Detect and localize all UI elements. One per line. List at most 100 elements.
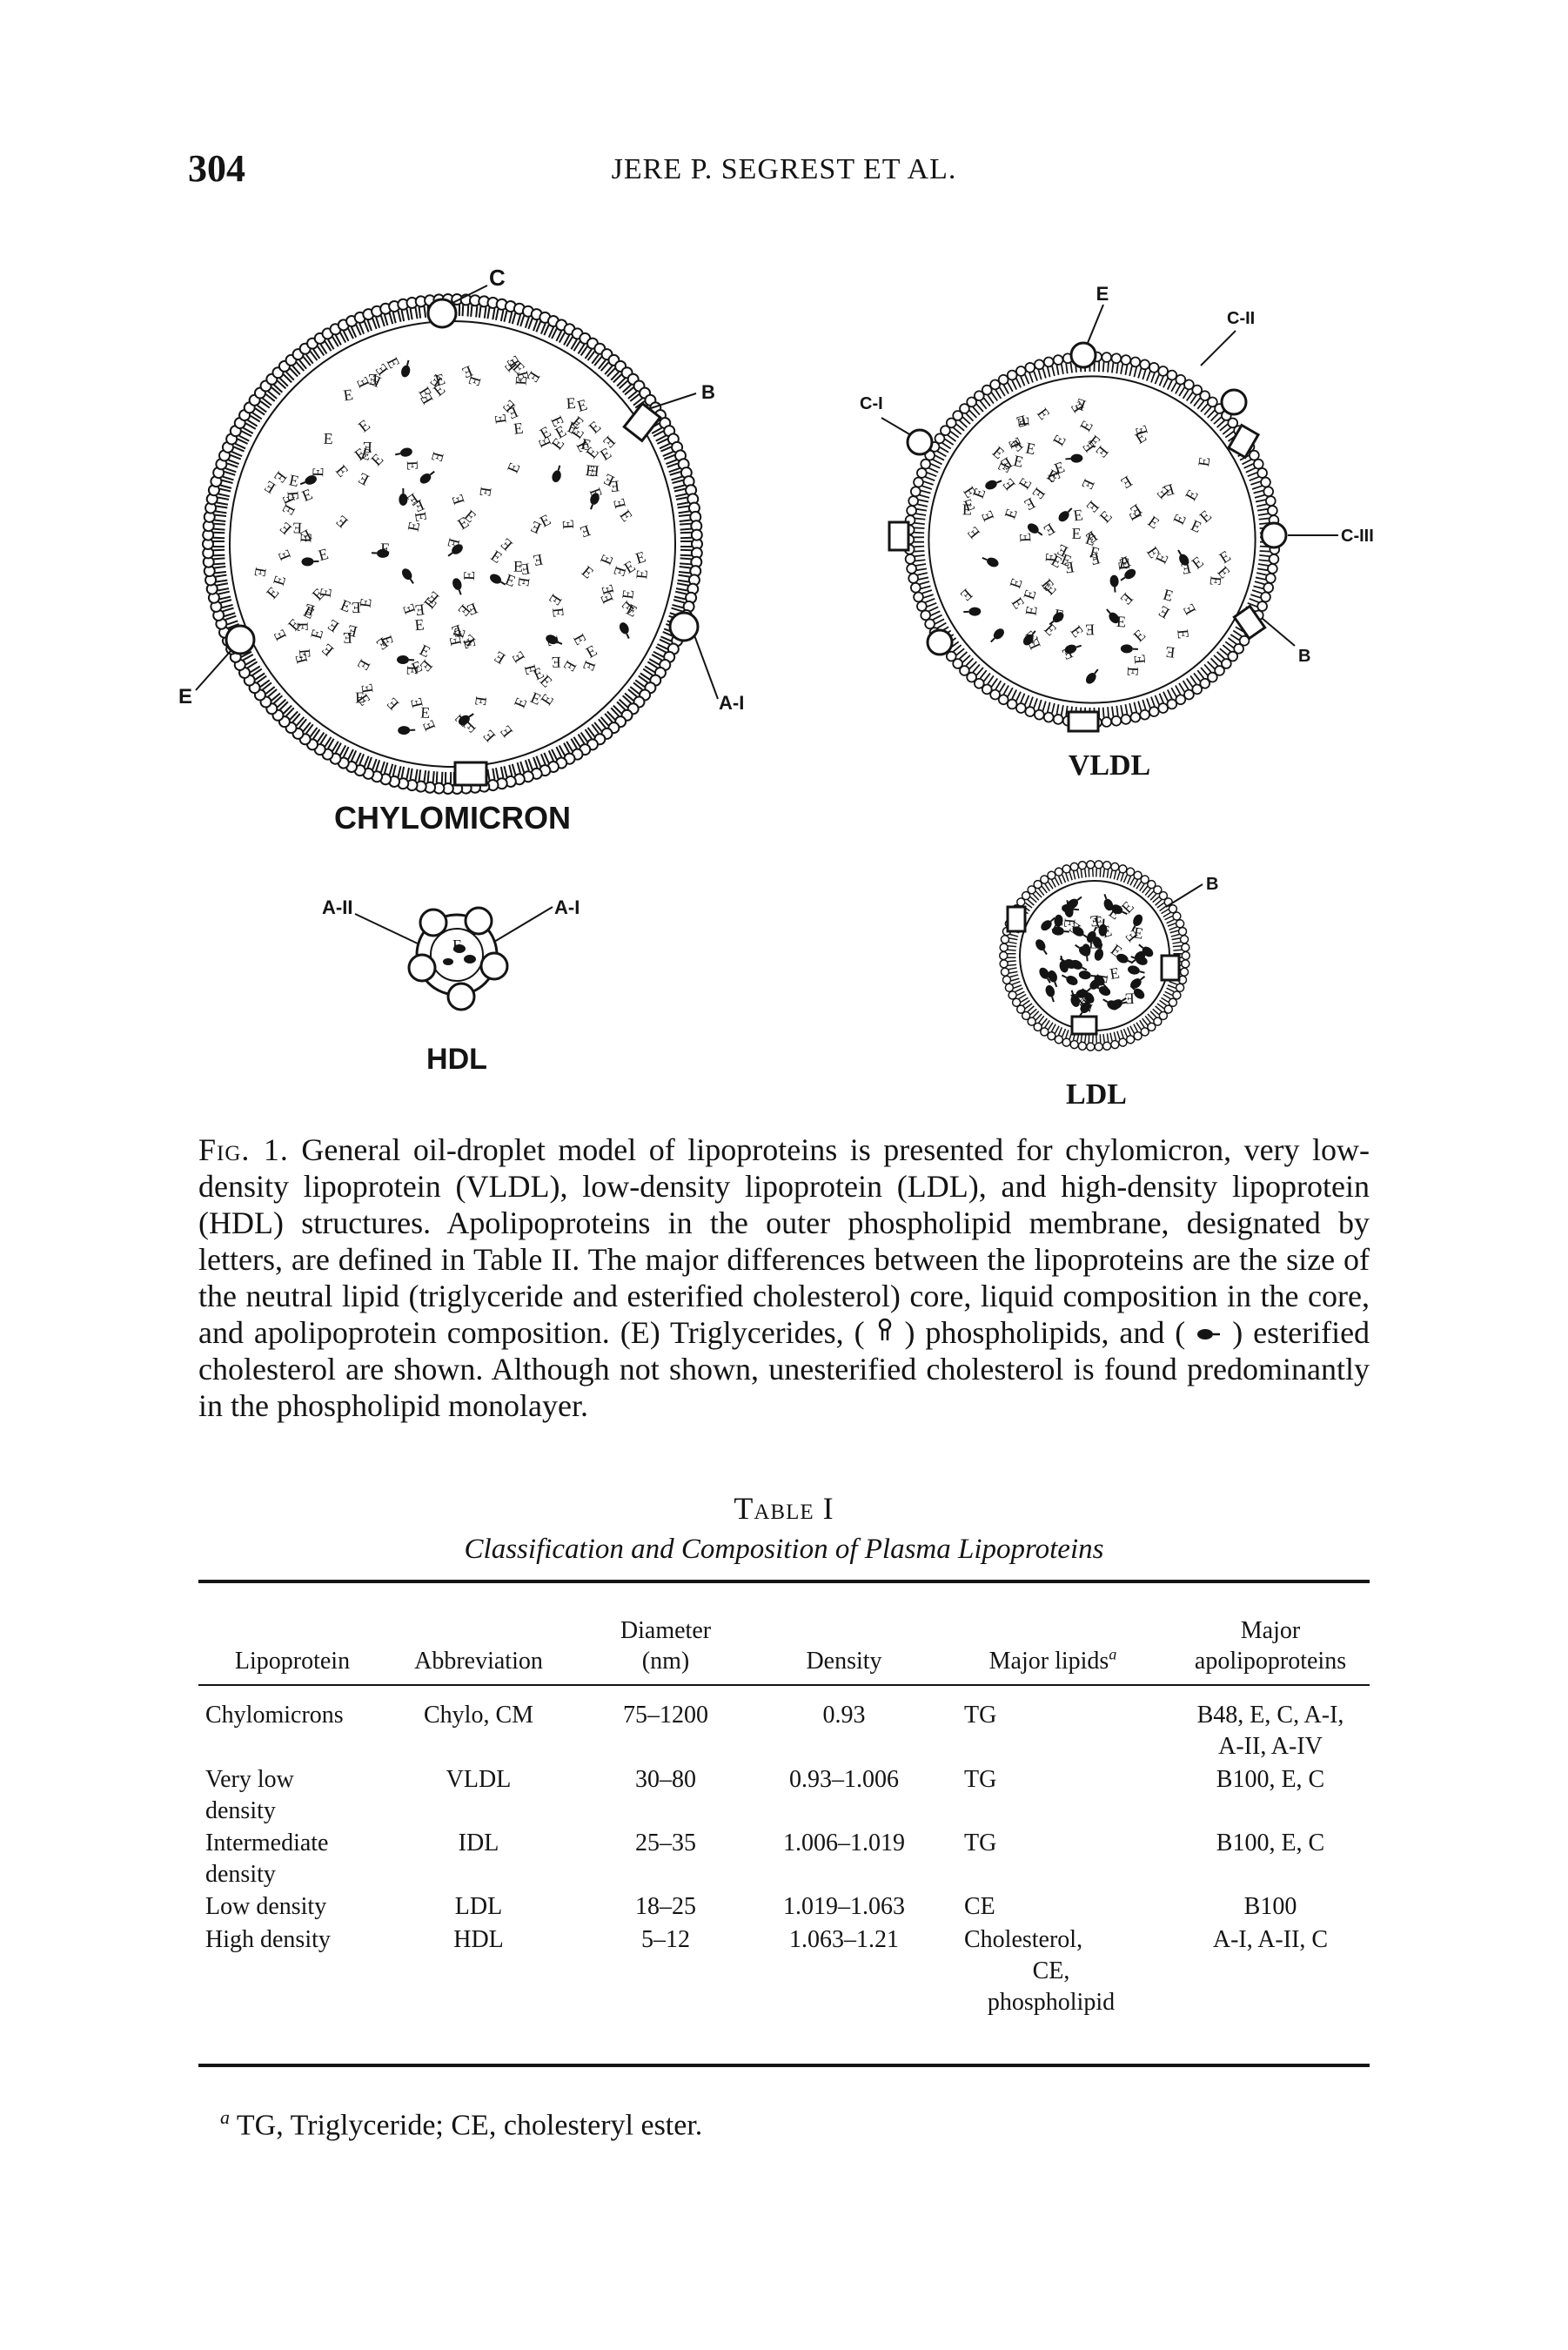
cell-line: CE, [1032,1957,1070,1984]
cell-apo: B100, E, C [1166,1764,1375,1796]
col-header-apo: Major [1240,1617,1301,1644]
chylomicron-label-e: E [178,685,192,708]
col-header-diameter-unit: (nm) [641,1648,690,1675]
vldl-apoproteins [888,341,1288,733]
hdl-particle: E [407,906,509,1011]
cell-lipids: Cholesterol, CE, phospholipid [964,1924,1138,2018]
chylomicron-label-c: C [489,265,506,291]
lipoprotein-figure: E C B E A-I CHYLOMICRON [178,265,1374,1111]
cell-line: B100, E, C [1216,1830,1325,1856]
col-header-major-lipids: Major lipidsa [988,1645,1117,1675]
figure-label: Fig. 1. [198,1132,289,1167]
ldl-apoproteins [1006,905,1181,1036]
running-head: JERE P. SEGREST ET AL. [611,153,957,185]
cell-apo: B48, E, C, A-I, A-II, A-IV [1166,1700,1375,1762]
cell-line: A-II, A-IV [1218,1733,1323,1760]
cell-line: phospholipid [987,1989,1116,2016]
chylomicron-label-b: B [701,381,715,403]
cell-density: 1.006–1.019 [783,1830,905,1856]
cell-lipids: TG [964,1700,1156,1731]
cell-diameter: 30–80 [635,1766,696,1793]
cell-line: TG [964,1830,997,1856]
cell-line: B100, E, C [1216,1766,1325,1793]
hdl-title: HDL [426,1043,487,1076]
cell-line: Cholesterol, [964,1926,1083,1953]
cell-line: Chylomicrons [205,1702,344,1729]
figure-caption: Fig. 1. General oil-droplet model of lip… [198,1131,1370,1424]
col-header-apo-2: apolipoproteins [1194,1648,1347,1675]
cell-line: Very low [205,1766,294,1793]
col-header-lipoprotein: Lipoprotein [234,1648,351,1675]
vldl-label-c3: C-III [1341,527,1374,546]
cell-line: Low density [205,1893,327,1920]
cell-line: TG [964,1766,997,1793]
hdl-label-a1: A-I [554,896,580,918]
cell-abbreviation: IDL [458,1830,499,1856]
cell-line: density [205,1861,276,1888]
vldl-label-e: E [1096,283,1109,305]
ldl-title: LDL [1066,1078,1127,1111]
vldl-core [957,394,1234,687]
cell-line: B48, E, C, A-I, [1196,1702,1344,1729]
cell-diameter: 18–25 [635,1893,696,1920]
cell-line: High density [205,1926,331,1953]
cell-lipoprotein: Low density [205,1891,397,1923]
cell-abbreviation: Chylo, CM [423,1702,534,1729]
cell-apo: B100 [1166,1891,1375,1923]
chylomicron-title: CHYLOMICRON [334,800,571,836]
cell-density: 0.93 [822,1702,866,1729]
cell-lipoprotein: Chylomicrons [205,1700,397,1731]
cell-lipoprotein: Intermediate density [205,1828,397,1890]
chylomicron-leader-lines [195,285,719,700]
cell-diameter: 5–12 [641,1926,690,1953]
table-footnote: a TG, Triglyceride; CE, cholesteryl este… [220,2106,703,2142]
cell-lipids: CE [964,1891,1156,1923]
vldl-diagram: E C-II C-I C-III B VLDL [860,283,1374,782]
page-number: 304 [188,147,245,190]
svg-text:E: E [452,937,462,954]
cell-line: TG [964,1702,997,1729]
cell-lipids: TG [964,1828,1156,1859]
cell-lipoprotein: High density [205,1924,397,1956]
hdl-label-a2: A-II [322,896,352,918]
chylomicron-apoproteins [224,298,700,787]
table-subtitle: Classification and Composition of Plasma… [464,1534,1104,1565]
chylomicron-core [251,352,651,746]
table-header-rule [198,1684,1370,1686]
col-header-abbreviation: Abbreviation [414,1648,543,1675]
cell-apo: A-I, A-II, C [1166,1924,1375,1956]
vldl-leader-lines [881,304,1338,647]
cell-line: density [205,1797,276,1824]
cell-apo: B100, E, C [1166,1828,1375,1859]
vldl-label-b: B [1298,647,1310,666]
col-header-diameter: Diameter [620,1617,712,1644]
cell-diameter: 25–35 [635,1830,696,1856]
cell-line: CE [964,1893,995,1920]
cell-diameter: 75–1200 [623,1702,708,1729]
caption-text-3: ) esterified cholesterol are shown. Alth… [198,1315,1370,1423]
vldl-label-c2: C-II [1227,309,1255,328]
col-header-density: Density [806,1648,882,1675]
cell-lipoprotein: Very low density [205,1764,397,1827]
chylomicron-label-a1: A-I [719,692,744,714]
vldl-label-c1: C-I [860,394,883,413]
hdl-diagram: E A-II A-I HDL [322,896,580,1076]
cell-line: A-I, A-II, C [1212,1926,1329,1953]
cholesteryl-ester-symbol-icon [1196,1314,1222,1351]
vldl-title: VLDL [1069,749,1150,782]
cell-density: 1.063–1.21 [789,1926,899,1953]
cell-lipids: TG [964,1764,1156,1796]
table-title: Table I [734,1491,834,1526]
ldl-label-b: B [1206,875,1218,894]
ldl-diagram: B LDL [999,859,1218,1111]
cell-abbreviation: HDL [453,1926,504,1953]
caption-text-2: ) phospholipids, and ( [904,1315,1186,1350]
cell-density: 1.019–1.063 [783,1893,905,1920]
ldl-core [1032,891,1156,1021]
cell-line: B100 [1243,1893,1297,1920]
table-top-rule [198,1580,1370,1583]
cell-line: Intermediate [205,1830,329,1856]
cell-abbreviation: VLDL [446,1766,512,1793]
table-bottom-rule [198,2064,1370,2067]
cell-abbreviation: LDL [454,1893,503,1920]
